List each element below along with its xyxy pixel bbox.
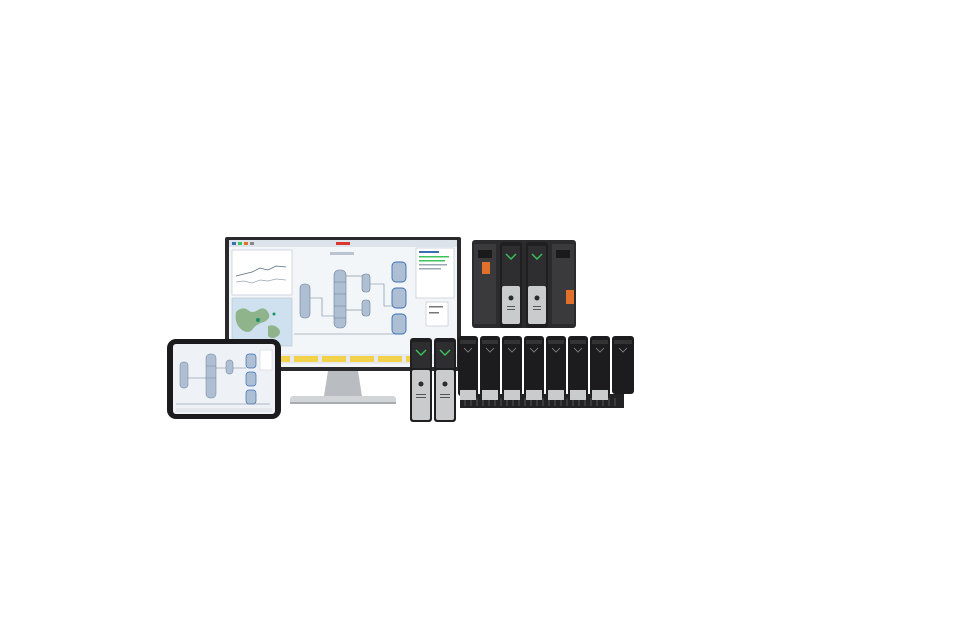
io-module-group [458, 336, 634, 400]
tablet-device [167, 339, 281, 419]
io-rack [410, 336, 634, 422]
tablet-screen [173, 344, 275, 414]
controller-module [472, 240, 576, 328]
